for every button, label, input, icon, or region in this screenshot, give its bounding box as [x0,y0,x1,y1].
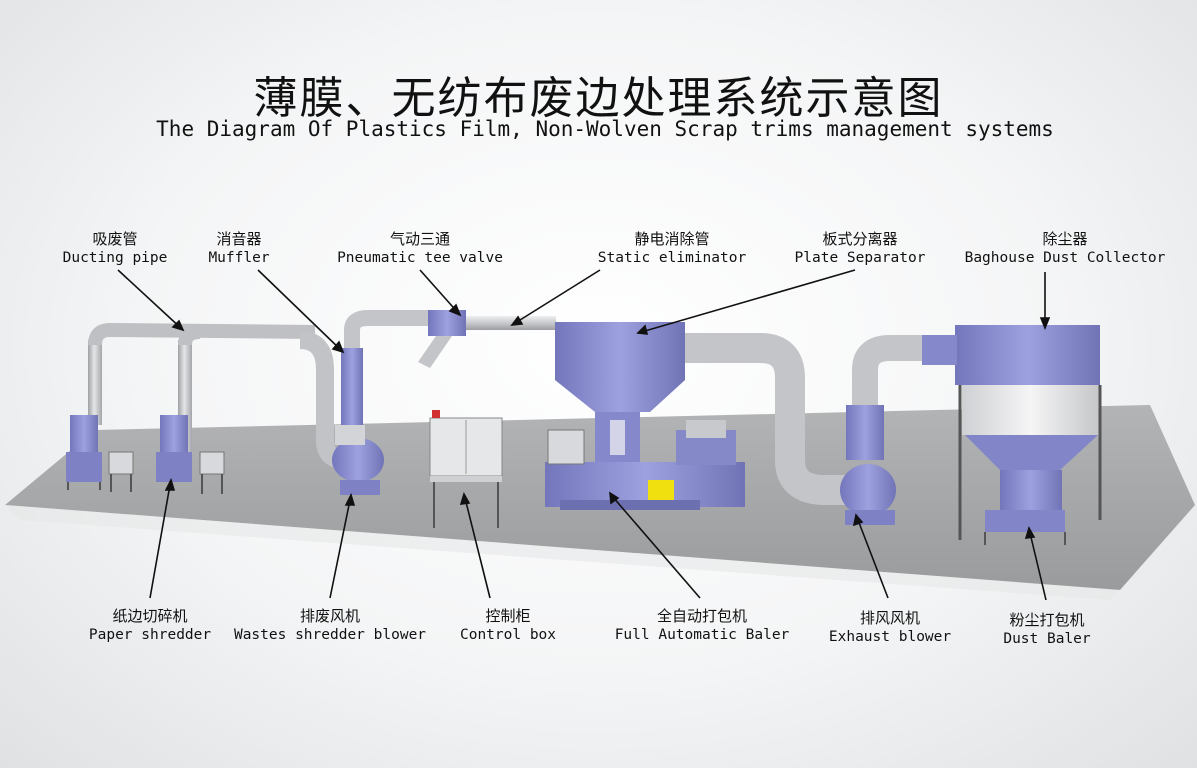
label-dust-baler: 粉尘打包机 Dust Baler [1003,611,1091,647]
label-paper-shredder: 纸边切碎机 Paper shredder [88,607,212,643]
exhaust-blower [840,464,896,525]
baghouse-dust-collector [922,325,1102,540]
leader-lines-top [117,269,1051,354]
label-baghouse-dust-collector: 除尘器 Baghouse Dust Collector [964,230,1166,266]
control-box [429,410,503,528]
label-wastes-shredder-blower: 排废风机 Wastes shredder blower [233,607,427,643]
label-control-box: 控制柜 Control box [459,607,557,643]
leader-lines-bottom [149,477,1047,601]
label-exhaust-blower: 排风风机 Exhaust blower [828,609,952,645]
title-english: The Diagram Of Plastics Film, Non-Wolven… [156,117,1054,141]
label-ducting-pipe: 吸废管 Ducting pipe [62,230,168,266]
pneumatic-tee-valve [344,310,556,368]
dust-baler [984,510,1066,545]
label-full-automatic-baler: 全自动打包机 Full Automatic Baler [614,607,790,643]
title-chinese: 薄膜、无纺布废边处理系统示意图 [253,73,944,124]
label-plate-separator: 板式分离器 Plate Separator [794,230,926,266]
wastes-shredder-blower [332,425,384,495]
static-eliminator [555,322,685,467]
full-automatic-baler [545,420,745,510]
label-pneumatic-tee-valve: 气动三通 Pneumatic tee valve [337,230,503,266]
plate-separator [846,335,925,460]
label-muffler: 消音器 Muffler [208,230,270,266]
floor-reflection [5,505,1120,600]
separator-pipe [685,333,845,505]
shredder-stands [108,451,225,494]
label-static-eliminator: 静电消除管 Static eliminator [597,230,747,266]
paper-shredder-2 [156,415,192,482]
muffler [341,348,363,428]
paper-shredder-1 [66,415,102,490]
